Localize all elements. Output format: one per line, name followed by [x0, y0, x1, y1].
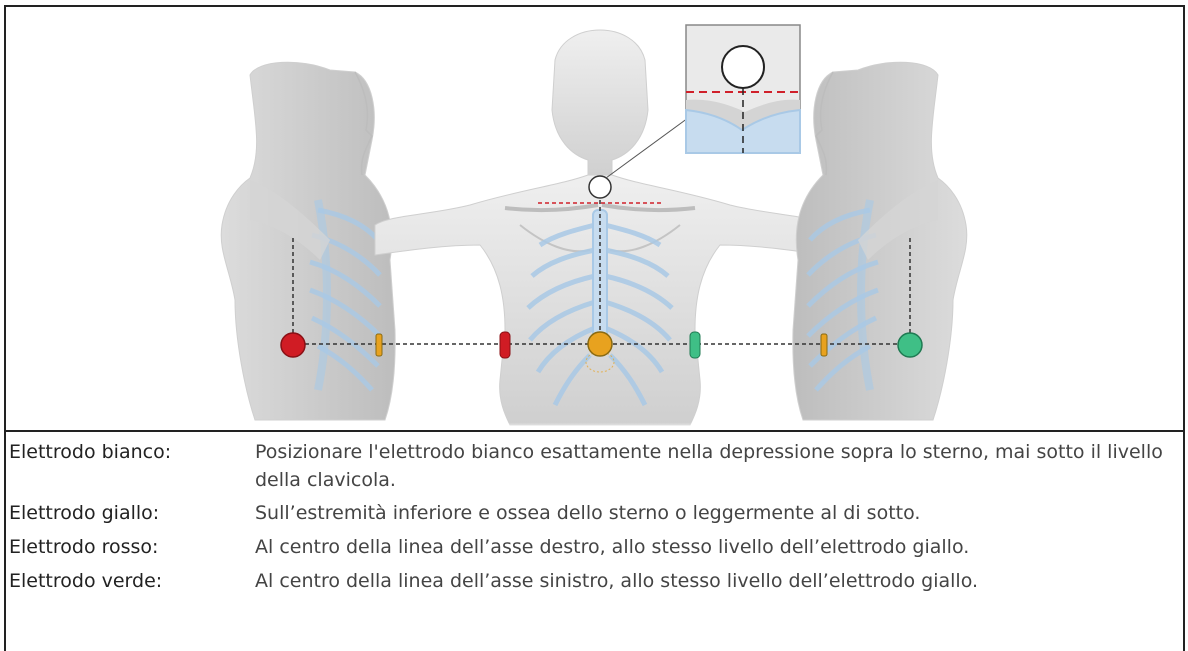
legend-row-white: Elettrodo bianco: Posizionare l'elettrod…: [4, 438, 1185, 494]
white-electrode: [588, 175, 612, 199]
electrode-placement-illustration: [220, 24, 968, 430]
legend-description: Al centro della linea dell’asse sinistro…: [255, 570, 979, 592]
legend-row-red: Elettrodo rosso: Al centro della linea d…: [4, 533, 1185, 561]
suprasternal-notch-inset: [685, 24, 801, 154]
legend-term: Elettrodo rosso:: [9, 536, 159, 558]
yellow-electrode: [587, 331, 613, 357]
green-electrode: [897, 332, 923, 358]
right-side-torso: [220, 61, 405, 430]
red-electrode: [280, 332, 306, 358]
front-torso: [374, 29, 826, 430]
divider-line: [4, 430, 1185, 432]
green-electrode-front-marker: [689, 331, 701, 359]
legend-row-green: Elettrodo verde: Al centro della linea d…: [4, 567, 1185, 595]
legend-description: Sull’estremità inferiore e ossea dello s…: [255, 502, 921, 524]
legend-term: Elettrodo giallo:: [9, 502, 160, 524]
figure-frame: [4, 5, 1185, 651]
yellow-electrode-side-marker-right: [375, 333, 383, 357]
legend-description: Posizionare l'elettrodo bianco esattamen…: [255, 441, 1163, 491]
yellow-electrode-side-marker-left: [820, 333, 828, 357]
legend-term: Elettrodo bianco:: [9, 441, 172, 463]
red-electrode-front-marker: [499, 331, 511, 359]
legend-row-yellow: Elettrodo giallo: Sull’estremità inferio…: [4, 499, 1185, 527]
legend-term: Elettrodo verde:: [9, 570, 163, 592]
ribcage-left: [806, 207, 879, 392]
electrodes: [280, 331, 923, 373]
left-side-torso: [783, 61, 968, 430]
electrode-legend: Elettrodo bianco: Posizionare l'elettrod…: [4, 436, 1185, 595]
legend-description: Al centro della linea dell’asse destro, …: [255, 536, 970, 558]
